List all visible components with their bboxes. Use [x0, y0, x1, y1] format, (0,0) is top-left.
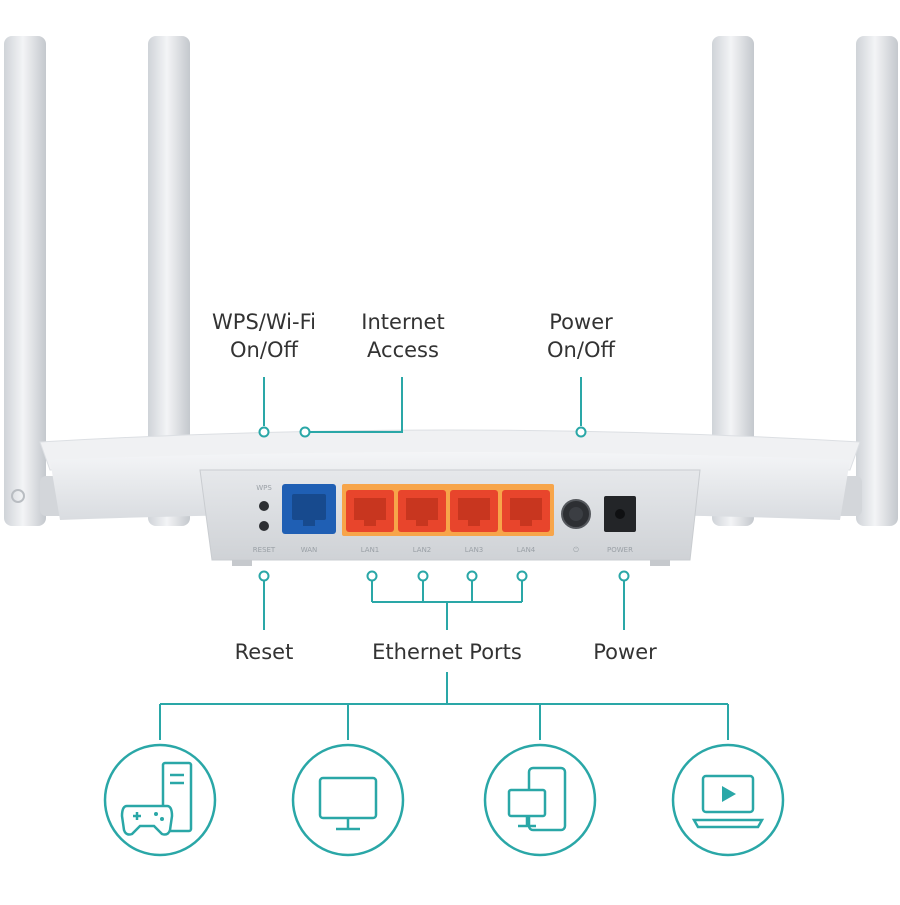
reset-button [259, 521, 269, 531]
antenna-left-inner [148, 36, 190, 526]
port-label-power: POWER [607, 546, 633, 554]
callout-power-onoff: Power On/Off [516, 308, 646, 364]
antenna-left-outer [4, 36, 46, 526]
device-tree-lines [159, 672, 729, 740]
lan-port-3 [450, 490, 498, 532]
lan-port-1 [346, 490, 394, 532]
lan-ports [342, 484, 554, 536]
callout-power-onoff-line1: Power [549, 310, 613, 334]
callout-lines-bottom [263, 581, 625, 630]
callout-internet-line2: Access [367, 338, 439, 362]
port-label-reset: RESET [253, 546, 276, 554]
callout-dots-top [258, 426, 587, 438]
lan-port-2 [398, 490, 446, 532]
callout-wps-line1: WPS/Wi-Fi [212, 310, 316, 334]
laptop-media-icon [671, 743, 785, 857]
callout-ethernet-ports: Ethernet Ports [347, 638, 547, 666]
power-jack [604, 496, 636, 532]
callout-internet-line1: Internet [361, 310, 445, 334]
callout-ethernet-text: Ethernet Ports [372, 640, 522, 664]
callout-reset-text: Reset [234, 640, 294, 664]
port-label-wan: WAN [301, 546, 318, 554]
antenna-right-outer [856, 36, 898, 526]
callout-power: Power [570, 638, 680, 666]
callout-power-onoff-line2: On/Off [547, 338, 615, 362]
callout-dots-bottom [258, 570, 630, 582]
callout-internet-access: Internet Access [338, 308, 468, 364]
wan-port [282, 484, 336, 534]
callout-wps-wifi: WPS/Wi-Fi On/Off [194, 308, 334, 364]
power-button [561, 499, 591, 529]
callout-wps-line2: On/Off [230, 338, 298, 362]
lan-port-4 [502, 490, 550, 532]
callout-power-text: Power [593, 640, 657, 664]
callout-lines-top [263, 377, 582, 433]
callout-reset: Reset [204, 638, 324, 666]
monitor-icon [291, 743, 405, 857]
svg-text:WPS: WPS [256, 484, 272, 492]
antenna-right-inner [712, 36, 754, 526]
port-label-lan1: LAN1 [361, 546, 380, 554]
port-label-power-symbol: ⏻ [573, 546, 579, 554]
wps-button: WPS [256, 484, 272, 511]
gaming-pc-icon [103, 743, 217, 857]
port-label-lan2: LAN2 [413, 546, 432, 554]
port-label-lan4: LAN4 [517, 546, 536, 554]
computer-tablet-icon [483, 743, 597, 857]
port-label-lan3: LAN3 [465, 546, 484, 554]
